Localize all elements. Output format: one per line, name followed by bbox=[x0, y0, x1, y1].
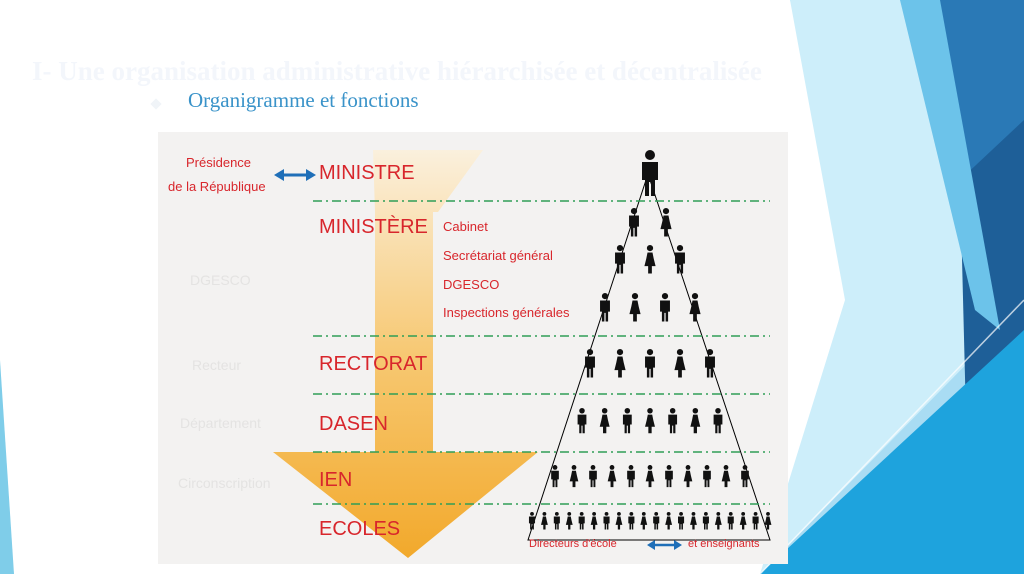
man-icon bbox=[665, 465, 673, 488]
man-icon bbox=[577, 408, 587, 434]
deco-line bbox=[759, 299, 1024, 574]
man-icon bbox=[528, 512, 536, 530]
level-rectorat: RECTORAT bbox=[319, 353, 428, 375]
level-ien: IEN bbox=[319, 469, 353, 491]
man-icon bbox=[585, 349, 595, 378]
man-icon bbox=[752, 512, 759, 530]
woman-icon bbox=[683, 465, 693, 488]
man-icon bbox=[622, 408, 632, 434]
presidence-label-line1: Présidence bbox=[186, 155, 252, 170]
ghost-label: Recteur bbox=[192, 357, 242, 373]
woman-icon bbox=[599, 408, 610, 434]
woman-icon bbox=[764, 512, 772, 530]
level-ecoles: ECOLES bbox=[319, 518, 401, 540]
ghost-label: Département bbox=[180, 415, 261, 431]
service-secretariat-general: Secrétariat général bbox=[443, 248, 553, 263]
level-ministere: MINISTÈRE bbox=[319, 216, 428, 238]
org-chart-graphics bbox=[273, 150, 772, 558]
woman-icon bbox=[565, 512, 573, 530]
woman-icon bbox=[614, 349, 626, 378]
footer-enseignants: et enseignants bbox=[688, 538, 760, 550]
man-icon bbox=[642, 150, 658, 196]
woman-icon bbox=[665, 512, 673, 530]
woman-icon bbox=[645, 408, 655, 434]
deco-facet bbox=[0, 360, 14, 574]
service-inspections-generales: Inspections générales bbox=[443, 305, 570, 320]
man-icon bbox=[713, 408, 723, 434]
woman-icon bbox=[644, 245, 656, 274]
woman-icon bbox=[690, 512, 697, 530]
hierarchy-down-arrow bbox=[273, 150, 538, 558]
man-icon bbox=[741, 465, 749, 488]
woman-icon bbox=[689, 293, 701, 322]
man-icon bbox=[600, 293, 610, 322]
man-icon bbox=[705, 349, 715, 378]
man-icon bbox=[703, 465, 711, 488]
man-icon bbox=[675, 245, 685, 274]
org-chart-figure: DGESCO Recteur Département Circonscripti… bbox=[158, 132, 788, 564]
ghost-label: Circonscription bbox=[178, 475, 271, 491]
man-icon bbox=[551, 465, 559, 488]
man-icon bbox=[628, 512, 635, 530]
man-icon bbox=[702, 512, 709, 530]
woman-icon bbox=[590, 512, 598, 530]
pyramid-people bbox=[528, 150, 772, 530]
man-icon bbox=[678, 512, 685, 530]
level-dividers bbox=[313, 200, 770, 505]
woman-icon bbox=[640, 512, 648, 530]
woman-icon bbox=[615, 512, 623, 530]
woman-icon bbox=[541, 512, 548, 530]
level-ministre: MINISTRE bbox=[319, 162, 415, 184]
service-dgesco: DGESCO bbox=[443, 277, 500, 292]
schools-double-arrow bbox=[647, 540, 682, 550]
ghost-label: DGESCO bbox=[190, 272, 251, 288]
footer-directeurs: Directeurs d'école bbox=[529, 538, 617, 550]
man-icon bbox=[660, 293, 670, 322]
woman-icon bbox=[660, 208, 672, 237]
man-icon bbox=[645, 349, 655, 378]
man-icon bbox=[627, 465, 635, 488]
woman-icon bbox=[690, 408, 701, 434]
man-icon bbox=[603, 512, 610, 530]
woman-icon bbox=[629, 293, 641, 322]
service-cabinet: Cabinet bbox=[443, 219, 488, 234]
woman-icon bbox=[674, 349, 686, 378]
woman-icon bbox=[645, 465, 655, 488]
slide-subtitle: Organigramme et fonctions bbox=[188, 88, 419, 112]
man-icon bbox=[589, 465, 597, 488]
man-icon bbox=[653, 512, 660, 530]
level-dasen: DASEN bbox=[319, 413, 388, 435]
presidence-label-line2: de la République bbox=[168, 179, 266, 194]
woman-icon bbox=[607, 465, 617, 488]
presidence-double-arrow bbox=[274, 169, 316, 181]
deco-facet bbox=[760, 330, 1024, 574]
man-icon bbox=[553, 512, 560, 530]
man-icon bbox=[668, 408, 678, 434]
slide-title: I- Une organisation administrative hiéra… bbox=[32, 56, 762, 86]
man-icon bbox=[578, 512, 585, 530]
deco-facet bbox=[900, 0, 1000, 330]
woman-icon bbox=[569, 465, 579, 488]
man-icon bbox=[629, 208, 639, 237]
woman-icon bbox=[714, 512, 722, 530]
woman-icon bbox=[721, 465, 731, 488]
woman-icon bbox=[739, 512, 747, 530]
man-icon bbox=[727, 512, 734, 530]
man-icon bbox=[615, 245, 625, 274]
